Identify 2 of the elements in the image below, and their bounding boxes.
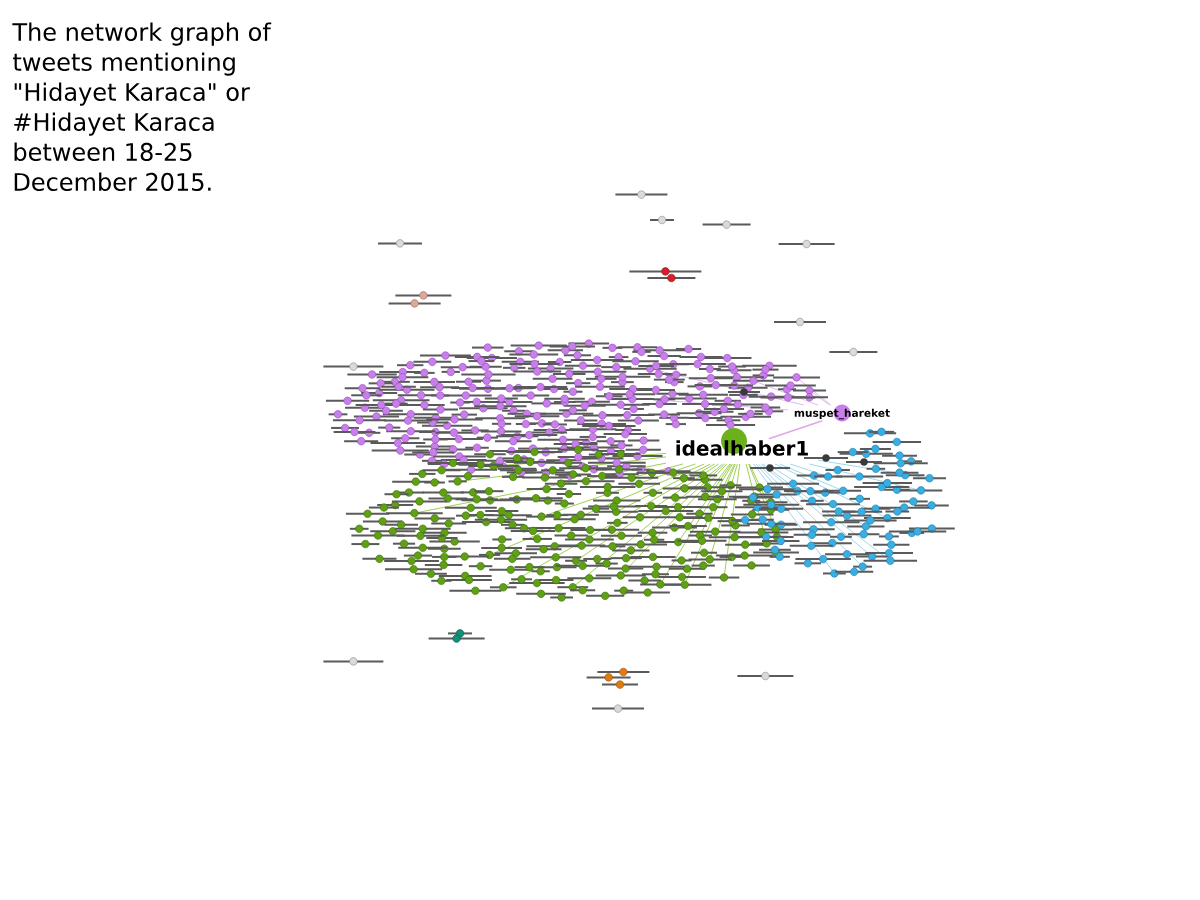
title: The network graph of tweets mentioning "Hidayet Karaca" or #Hidayet Karaca between 18-25 December 2015. [12, 22, 272, 191]
graph-edge [768, 419, 824, 440]
